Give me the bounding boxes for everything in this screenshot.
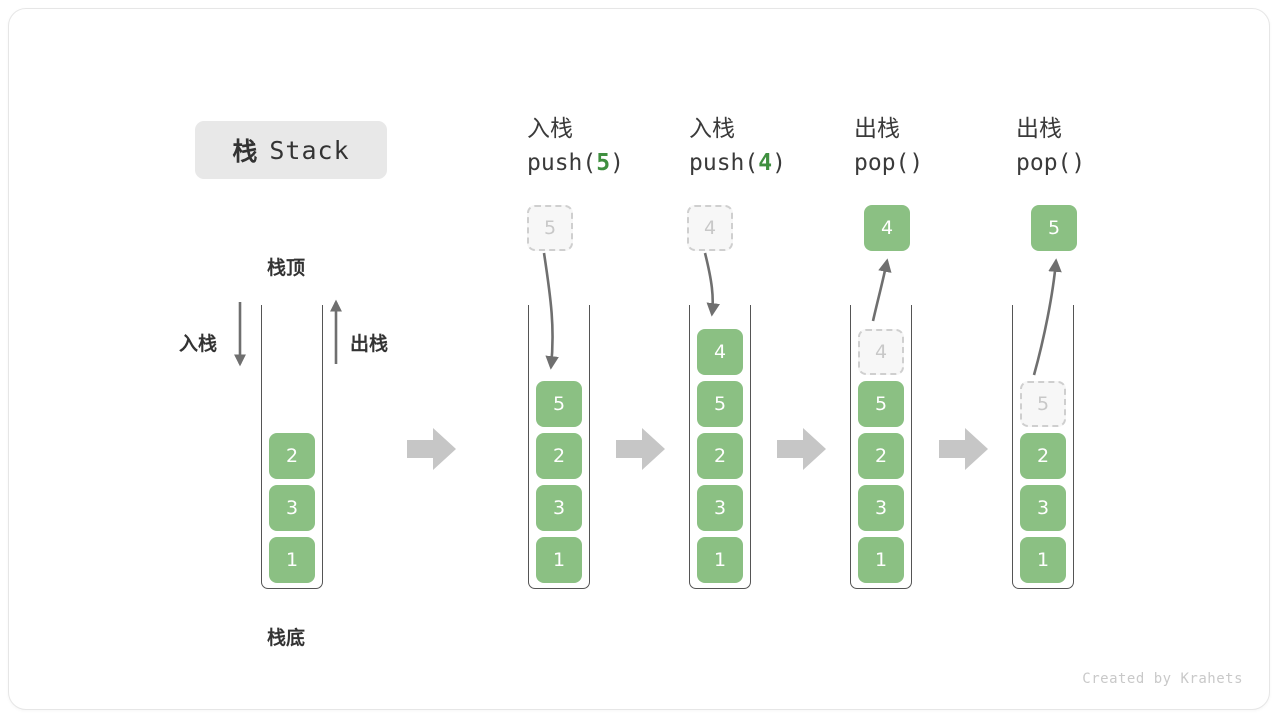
title-badge: 栈 Stack bbox=[195, 121, 387, 179]
step-title: 出栈 bbox=[1016, 116, 1062, 142]
step-header-pop2: 出栈 pop() bbox=[1016, 112, 1216, 180]
stack-container-pop2 bbox=[1012, 305, 1074, 589]
stack-cell: 2 bbox=[269, 433, 315, 479]
step-code-close: ) bbox=[772, 150, 786, 176]
stack-cell: 3 bbox=[269, 485, 315, 531]
ghost-cell-outgoing: 4 bbox=[858, 329, 904, 375]
title-en: Stack bbox=[269, 135, 350, 165]
step-code-arg: 4 bbox=[758, 150, 773, 176]
stack-cell: 3 bbox=[536, 485, 582, 531]
step-transition-arrow bbox=[777, 428, 826, 470]
ghost-cell-incoming: 4 bbox=[687, 205, 733, 251]
stack-container-pop1 bbox=[850, 305, 912, 589]
stack-cell: 5 bbox=[536, 381, 582, 427]
step-transition-arrow bbox=[616, 428, 665, 470]
step-code-op: push( bbox=[527, 150, 597, 176]
step-code: pop() bbox=[1016, 146, 1216, 180]
stack-cell: 3 bbox=[1020, 485, 1066, 531]
stack-cell: 5 bbox=[697, 381, 743, 427]
stack-container-push4 bbox=[689, 305, 751, 589]
stack-cell: 1 bbox=[1020, 537, 1066, 583]
stack-container-initial bbox=[261, 305, 323, 589]
stack-cell: 2 bbox=[1020, 433, 1066, 479]
step-title: 入栈 bbox=[689, 116, 735, 142]
label-pop-side: 出栈 bbox=[350, 333, 389, 355]
stack-cell: 1 bbox=[697, 537, 743, 583]
ghost-cell-incoming: 5 bbox=[527, 205, 573, 251]
step-header-push5: 入栈 push(5) bbox=[527, 112, 727, 180]
step-code-arg: 5 bbox=[596, 150, 611, 176]
stack-cell: 2 bbox=[858, 433, 904, 479]
stack-cell: 5 bbox=[858, 381, 904, 427]
step-code-close: ) bbox=[909, 150, 924, 176]
step-title: 入栈 bbox=[527, 116, 573, 142]
watermark-credit: Created by Krahets bbox=[1082, 671, 1243, 687]
stack-cell: 1 bbox=[269, 537, 315, 583]
stack-cell: 1 bbox=[536, 537, 582, 583]
stack-cell: 4 bbox=[697, 329, 743, 375]
label-push-side: 入栈 bbox=[179, 333, 218, 355]
stack-cell: 3 bbox=[697, 485, 743, 531]
step-header-push4: 入栈 push(4) bbox=[689, 112, 889, 180]
step-code: pop() bbox=[854, 146, 1054, 180]
step-code: push(5) bbox=[527, 146, 727, 180]
diagram-card: 栈 Stack 栈顶 栈底 入栈 出栈 2 3 1 入栈 push(5) 5 5… bbox=[8, 8, 1270, 710]
step-code-op: push( bbox=[689, 150, 759, 176]
step-transition-arrow bbox=[939, 428, 988, 470]
title-cn: 栈 bbox=[232, 137, 258, 166]
step-code-op: pop( bbox=[854, 150, 910, 176]
stack-cell: 2 bbox=[697, 433, 743, 479]
step-code-close: ) bbox=[610, 150, 624, 176]
stack-container-push5 bbox=[528, 305, 590, 589]
step-code: push(4) bbox=[689, 146, 889, 180]
stack-cell: 1 bbox=[858, 537, 904, 583]
step-title: 出栈 bbox=[854, 116, 900, 142]
step-code-close: ) bbox=[1071, 150, 1086, 176]
step-transition-arrow bbox=[407, 428, 456, 470]
step-header-pop1: 出栈 pop() bbox=[854, 112, 1054, 180]
popped-value-badge: 4 bbox=[864, 205, 910, 251]
step-code-op: pop( bbox=[1016, 150, 1072, 176]
stack-cell: 3 bbox=[858, 485, 904, 531]
stack-cell: 2 bbox=[536, 433, 582, 479]
label-stack-bottom: 栈底 bbox=[267, 627, 306, 649]
ghost-cell-outgoing: 5 bbox=[1020, 381, 1066, 427]
label-stack-top: 栈顶 bbox=[267, 257, 306, 279]
popped-value-badge: 5 bbox=[1031, 205, 1077, 251]
